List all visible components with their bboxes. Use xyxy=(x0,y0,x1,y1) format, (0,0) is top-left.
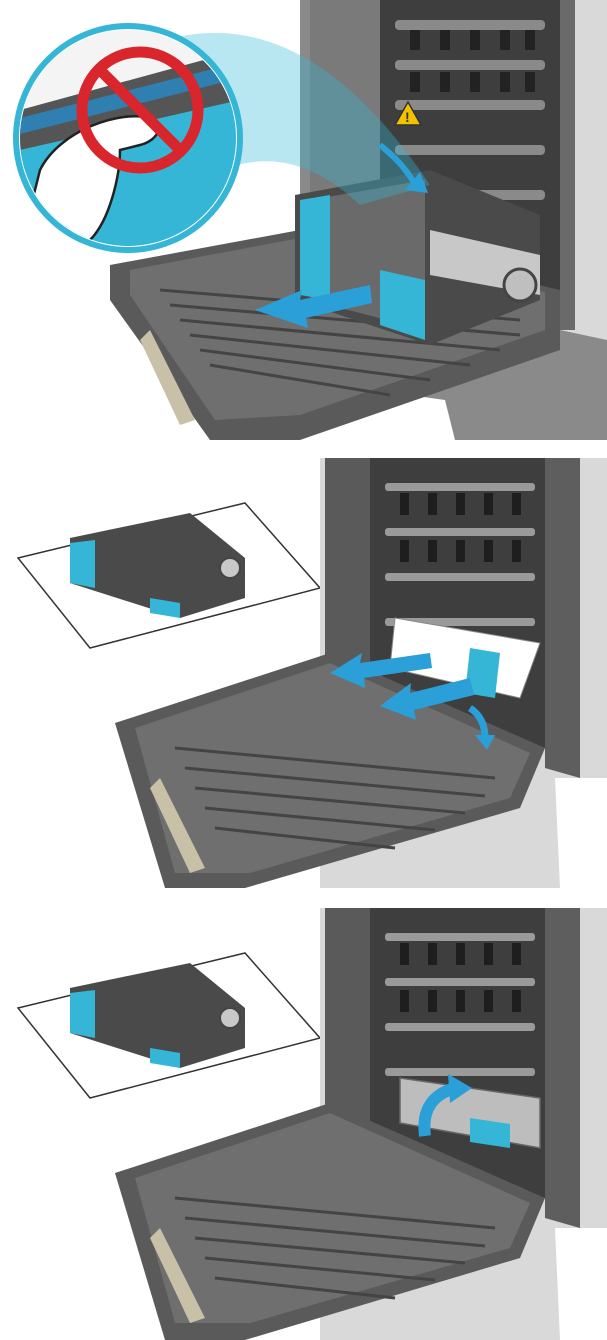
arrow-left-icon xyxy=(330,653,432,688)
open-door-tray xyxy=(115,1103,545,1340)
prohibited-touch-icon xyxy=(76,46,204,174)
open-door-tray xyxy=(115,653,545,888)
gear-icon xyxy=(502,267,538,303)
step-1-remove-duplex-unit: ! xyxy=(0,0,607,440)
arrow-left-icon-2 xyxy=(380,678,474,720)
callout-magnifier xyxy=(13,23,430,253)
warning-icon xyxy=(393,100,423,126)
curved-arrow-down-icon xyxy=(467,705,489,739)
curved-arrow-up-icon xyxy=(418,1082,457,1137)
roller-rows xyxy=(395,20,545,200)
step-3-illustration xyxy=(16,908,607,1340)
svg-text:!: ! xyxy=(405,109,410,125)
duplex-unit-on-sheet xyxy=(16,952,322,1099)
step-2-illustration xyxy=(16,458,607,888)
step-3-close-paper-guide xyxy=(0,898,607,1340)
step-2-remove-jammed-paper xyxy=(0,448,607,888)
arrow-left-icon xyxy=(255,285,372,328)
duplex-unit-on-sheet xyxy=(16,502,322,649)
step-1-illustration: ! xyxy=(13,0,607,440)
